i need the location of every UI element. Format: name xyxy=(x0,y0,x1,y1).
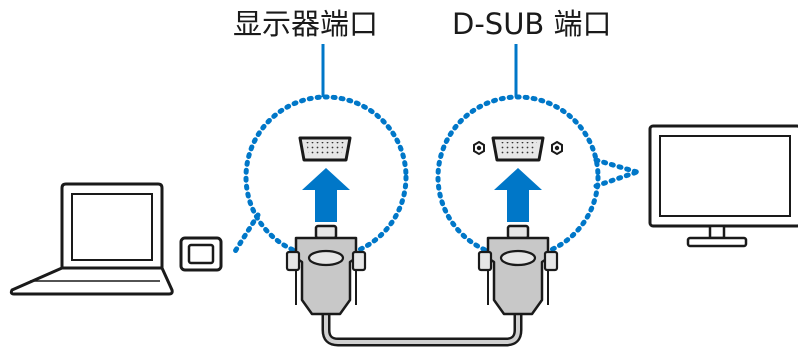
arrow-up-icon xyxy=(302,168,350,222)
arrow-up-icon xyxy=(494,168,542,222)
laptop-icon xyxy=(9,182,174,296)
vga-connector-left-icon xyxy=(285,224,367,316)
vga-connector-right-icon xyxy=(477,224,559,316)
callout-circle-right xyxy=(435,94,640,260)
port-icon xyxy=(179,236,223,272)
vga-port-left-icon xyxy=(298,136,352,162)
vga-port-right-icon xyxy=(473,136,563,162)
display-port-label: 显示器端口 xyxy=(233,7,379,41)
monitor-icon xyxy=(648,124,798,248)
dsub-port-label: D-SUB 端口 xyxy=(452,7,612,41)
cable xyxy=(321,309,523,347)
